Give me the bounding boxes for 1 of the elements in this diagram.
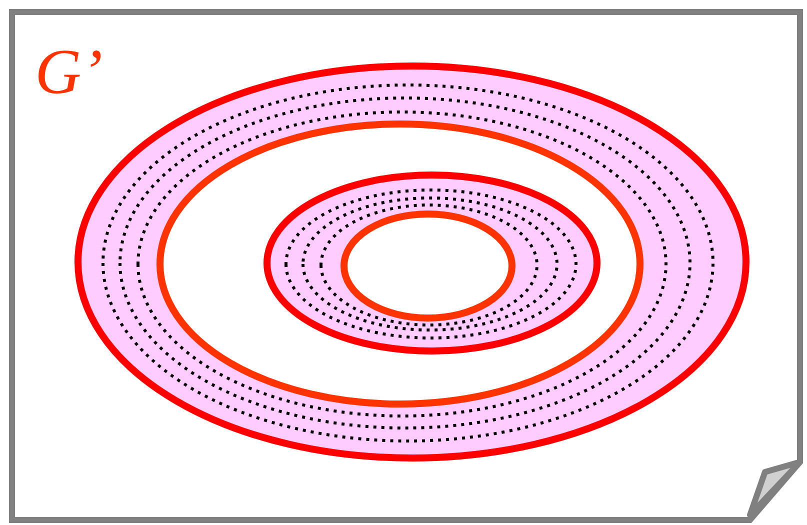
graph-label: G’ <box>35 40 103 104</box>
